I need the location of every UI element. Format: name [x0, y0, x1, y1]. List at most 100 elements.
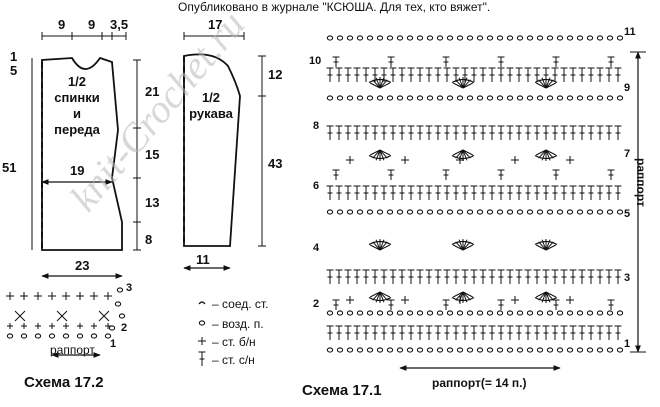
chain-icon — [436, 35, 444, 41]
dc-icon — [434, 67, 442, 82]
main-row-6: 6 — [313, 180, 320, 192]
dc-fan-icon — [534, 291, 558, 303]
fan-stem — [452, 82, 464, 89]
chain-icon — [496, 209, 504, 215]
dim-right-15: 15 — [145, 147, 160, 162]
scheme-17-2-title: Схема 17.2 — [24, 374, 104, 391]
dc-icon — [552, 169, 560, 180]
chain-icon — [616, 209, 624, 215]
dc-icon — [605, 125, 613, 140]
dc-icon — [533, 125, 541, 140]
chain-icon — [336, 347, 344, 353]
fan-arc — [534, 154, 558, 160]
chain-icon — [546, 310, 554, 316]
chain-icon — [116, 287, 124, 293]
dc-icon — [407, 269, 415, 284]
legend-chain: – возд. п. — [212, 317, 264, 331]
dc-icon — [470, 67, 478, 82]
label-line: спинки — [54, 90, 100, 105]
chain-icon — [546, 35, 554, 41]
dc-icon — [578, 269, 586, 284]
dc-icon — [452, 325, 460, 340]
label-line: 1/2 — [201, 90, 221, 105]
chain-icon — [616, 310, 624, 316]
chain-icon — [566, 35, 574, 41]
chain-icon — [376, 35, 384, 41]
chain-icon — [336, 209, 344, 215]
sc-icon — [21, 323, 27, 329]
dc-icon — [470, 125, 478, 140]
dc-icon — [524, 269, 532, 284]
chain-icon — [516, 95, 524, 101]
dc-icon — [326, 325, 334, 340]
dc-icon — [344, 125, 352, 140]
chain-icon — [506, 95, 514, 101]
chain-icon — [386, 209, 394, 215]
fan-stem — [538, 291, 547, 301]
chain-icon — [466, 347, 474, 353]
fan-stem — [462, 291, 471, 301]
dc-icon — [442, 299, 450, 310]
dc-icon — [452, 125, 460, 140]
dc-icon — [434, 269, 442, 284]
dc-icon — [380, 185, 388, 200]
chain-icon — [20, 333, 28, 339]
dc-icon — [344, 325, 352, 340]
dc-icon — [569, 125, 577, 140]
dc-icon — [362, 67, 370, 82]
dc-icon — [326, 125, 334, 140]
fan-stem — [379, 241, 388, 251]
fan-stem — [545, 149, 554, 159]
dc-icon — [497, 299, 505, 310]
dc-icon — [542, 125, 550, 140]
dc-icon — [533, 325, 541, 340]
chain-icon — [536, 95, 544, 101]
chain-icon — [396, 347, 404, 353]
dc-icon — [335, 125, 343, 140]
sc-icon — [35, 323, 41, 329]
dc-icon — [596, 269, 604, 284]
chain-icon — [436, 310, 444, 316]
dc-icon — [479, 67, 487, 82]
chain-icon — [326, 347, 334, 353]
dc-icon — [596, 185, 604, 200]
dc-icon — [198, 351, 206, 366]
dc-icon — [533, 269, 541, 284]
dc-icon — [443, 269, 451, 284]
dc-icon — [560, 125, 568, 140]
chain-icon — [526, 347, 534, 353]
chain-icon — [546, 347, 554, 353]
dc-icon — [560, 185, 568, 200]
fan-stem — [379, 291, 388, 301]
sc-icon — [20, 292, 28, 300]
fan-arc — [451, 296, 475, 302]
chain-icon — [426, 95, 434, 101]
chain-icon — [506, 310, 514, 316]
chain-icon — [466, 95, 474, 101]
sc-icon — [34, 292, 42, 300]
dc-icon — [488, 269, 496, 284]
fan-stem — [462, 149, 474, 156]
dc-icon — [515, 125, 523, 140]
chain-icon — [536, 347, 544, 353]
fan-arc — [534, 296, 558, 302]
main-row-11: 11 — [624, 26, 636, 38]
fan-stem — [462, 82, 474, 89]
chain-icon — [34, 333, 42, 339]
chain-icon — [456, 209, 464, 215]
chain-icon — [456, 310, 464, 316]
chain-icon — [336, 310, 344, 316]
chain-icon — [536, 35, 544, 41]
chain-icon — [486, 95, 494, 101]
fan-stem — [462, 244, 474, 251]
dc-icon — [596, 67, 604, 82]
sc-icon — [346, 156, 354, 164]
sleeve-outline — [183, 53, 241, 247]
chain-icon — [436, 95, 444, 101]
chain-icon — [456, 347, 464, 353]
dc-icon — [461, 325, 469, 340]
chain-icon — [526, 209, 534, 215]
chain-icon — [606, 347, 614, 353]
chain-icon — [566, 95, 574, 101]
fan-arc — [451, 154, 475, 160]
